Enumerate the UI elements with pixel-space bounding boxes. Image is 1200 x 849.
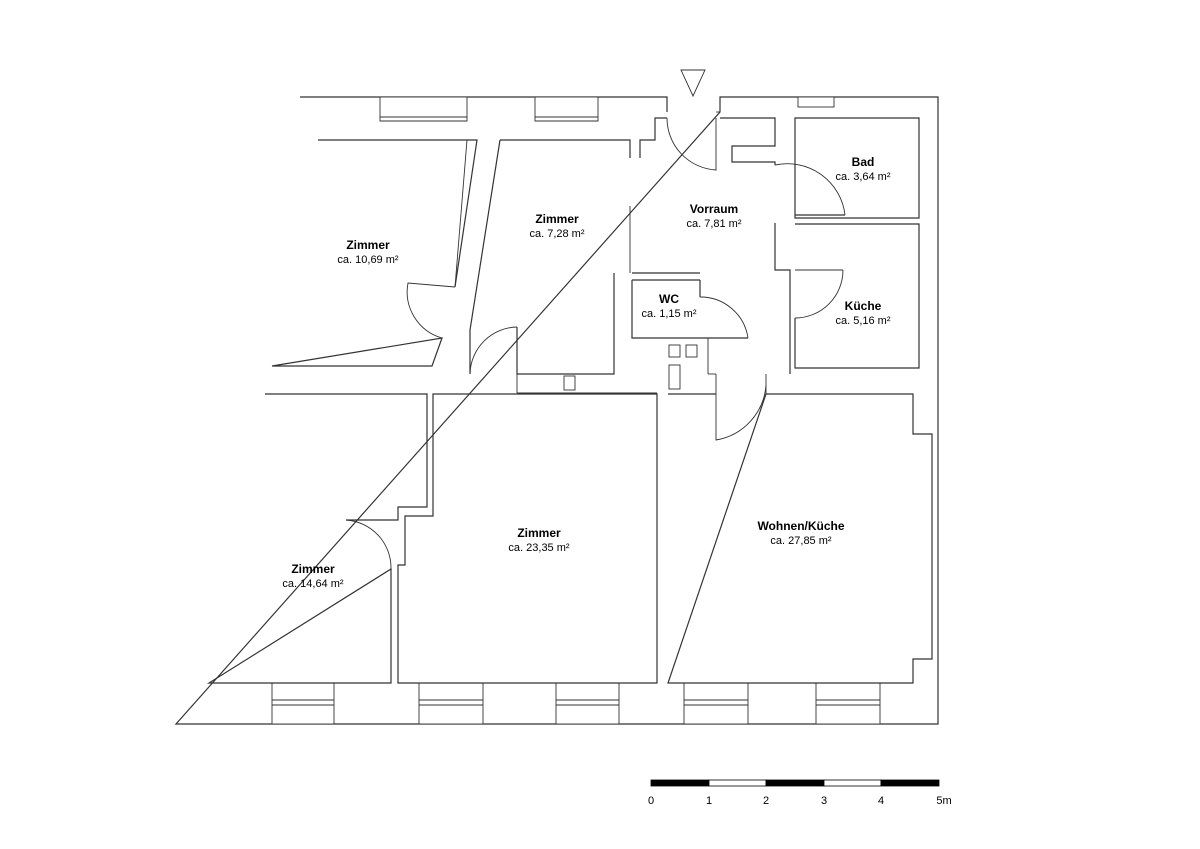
- room-outline-zimmer-nw: [271, 139, 478, 367]
- room-area-zimmer-sw: ca. 14,64 m²: [282, 578, 343, 590]
- door-wc: [699, 296, 749, 339]
- room-area-zimmer-nw: ca. 10,69 m²: [337, 254, 398, 266]
- scale-label-1: 1: [706, 795, 712, 807]
- room-area-wc: ca. 1,15 m²: [641, 308, 696, 320]
- door-zimmer-sw: [345, 519, 392, 570]
- scale-label-5: 5m: [936, 795, 951, 807]
- room-outline-zimmer-s: [397, 393, 658, 684]
- scale-label-2: 2: [763, 795, 769, 807]
- scale-bar: 0 1 2 3 4 5m: [648, 779, 952, 807]
- outer-wall: [174, 96, 939, 725]
- entrance-arrow-icon: [680, 69, 706, 98]
- room-area-zimmer-s: ca. 23,35 m²: [508, 542, 569, 554]
- scale-label-0: 0: [648, 795, 654, 807]
- door-wohnen: [715, 374, 767, 441]
- room-outline-vorraum: [632, 117, 845, 374]
- room-name-zimmer-s: Zimmer: [517, 526, 561, 540]
- room-outline-zimmer-sw: [206, 393, 428, 684]
- room-area-vorraum: ca. 7,81 m²: [686, 218, 741, 230]
- room-area-zimmer-n: ca. 7,28 m²: [529, 228, 584, 240]
- scale-label-4: 4: [878, 795, 884, 807]
- room-name-zimmer-nw: Zimmer: [346, 238, 390, 252]
- door-entrance: [666, 117, 717, 171]
- room-area-kueche: ca. 5,16 m²: [835, 315, 890, 327]
- room-area-wohnen: ca. 27,85 m²: [770, 535, 831, 547]
- room-name-bad: Bad: [852, 155, 875, 169]
- room-outline-wohnen: [667, 393, 933, 684]
- windows-bottom: [271, 682, 881, 725]
- door-zimmer-nw: [406, 282, 456, 339]
- room-outline-wc: [631, 279, 748, 339]
- door-bad: [774, 163, 846, 216]
- windows-top: [379, 96, 835, 122]
- room-name-kueche: Küche: [845, 299, 882, 313]
- room-name-vorraum: Vorraum: [690, 202, 738, 216]
- room-area-bad: ca. 3,64 m²: [835, 171, 890, 183]
- room-outline-zimmer-n: [469, 117, 667, 375]
- room-outline-bad: [794, 117, 920, 219]
- scale-label-3: 3: [821, 795, 827, 807]
- room-outline-kueche: [794, 223, 920, 369]
- door-zimmer-n: [469, 326, 518, 375]
- door-kueche: [794, 269, 844, 319]
- room-name-wohnen: Wohnen/Küche: [757, 519, 844, 533]
- room-name-zimmer-sw: Zimmer: [291, 562, 335, 576]
- room-name-zimmer-n: Zimmer: [535, 212, 579, 226]
- room-name-wc: WC: [659, 292, 679, 306]
